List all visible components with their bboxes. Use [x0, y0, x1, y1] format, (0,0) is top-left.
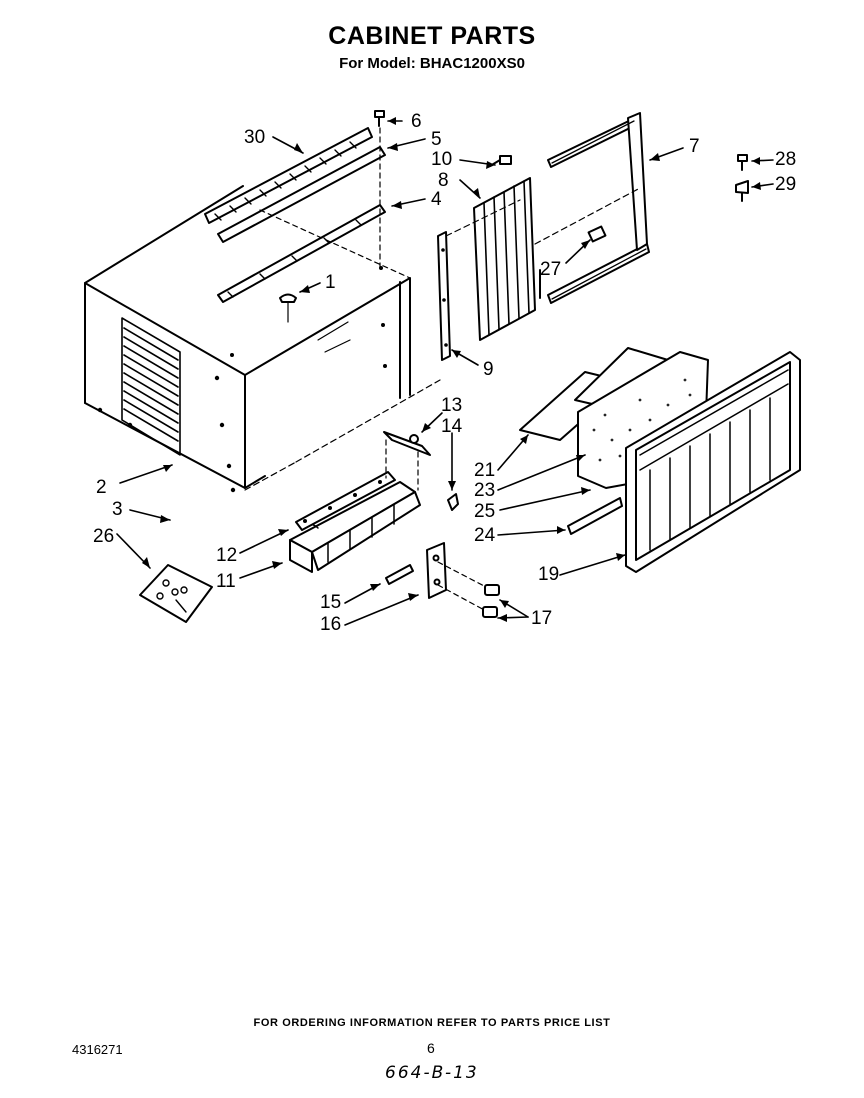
leader-arrowheads — [142, 117, 761, 622]
callout-30: 30 — [244, 127, 265, 148]
callout-6: 6 — [411, 111, 422, 132]
page-number: 6 — [427, 1040, 435, 1056]
callout-15: 16 — [320, 614, 341, 635]
clip-part-29-icon — [735, 180, 749, 202]
filter-and-grille-assembly — [519, 347, 801, 573]
document-number: 4316271 — [72, 1042, 123, 1057]
handwritten-reference: 664-B-13 — [385, 1063, 479, 1083]
clip-part-14-icon — [447, 493, 459, 511]
callout-17: 17 — [531, 608, 552, 629]
screw-part-28-icon — [737, 154, 748, 171]
callout-24: 24 — [474, 525, 496, 546]
callout-9: 9 — [483, 359, 494, 380]
callout-12: 12 — [216, 545, 237, 566]
model-subtitle: For Model: BHAC1200XS0 — [339, 55, 525, 72]
callout-19: 19 — [538, 564, 559, 585]
base-pan-assembly — [289, 431, 459, 573]
bushing-part-17a-icon — [484, 584, 500, 596]
callout-8: 8 — [438, 170, 449, 191]
screw-part-6-icon — [374, 110, 385, 127]
callout-labels: 6 5 4 30 10 8 7 28 29 1 27 9 13 14 2 3 2… — [93, 111, 796, 635]
callout-29: 29 — [775, 174, 796, 195]
callout-2: 2 — [96, 477, 107, 498]
side-frame-assembly — [437, 112, 650, 361]
callout-21: 21 — [474, 460, 495, 481]
callout-13: 13 — [441, 395, 462, 416]
bushing-part-27-icon — [587, 225, 607, 243]
callout-26: 26 — [93, 526, 114, 547]
plug-part-1-icon — [279, 293, 297, 323]
bracket-part-26 — [139, 564, 213, 623]
callout-27: 27 — [540, 259, 561, 280]
callout-28: 28 — [775, 149, 796, 170]
callout-4: 4 — [431, 189, 442, 210]
callout-16: 15 — [320, 592, 341, 613]
bushing-part-17b-icon — [482, 606, 498, 618]
top-rails — [204, 127, 411, 303]
page-title: CABINET PARTS — [328, 22, 536, 50]
callout-3: 3 — [112, 499, 123, 520]
callout-23: 23 — [474, 480, 495, 501]
callout-14: 14 — [441, 416, 463, 437]
callout-7: 7 — [689, 136, 700, 157]
cabinet-shell — [84, 185, 441, 493]
callout-11: 11 — [216, 571, 236, 592]
mounting-bracket — [385, 542, 500, 618]
callout-10: 10 — [431, 149, 452, 170]
ordering-info-note: FOR ORDERING INFORMATION REFER TO PARTS … — [253, 1017, 611, 1029]
callout-25: 25 — [474, 501, 495, 522]
callout-1: 1 — [325, 272, 336, 293]
callout-5: 5 — [431, 129, 442, 150]
